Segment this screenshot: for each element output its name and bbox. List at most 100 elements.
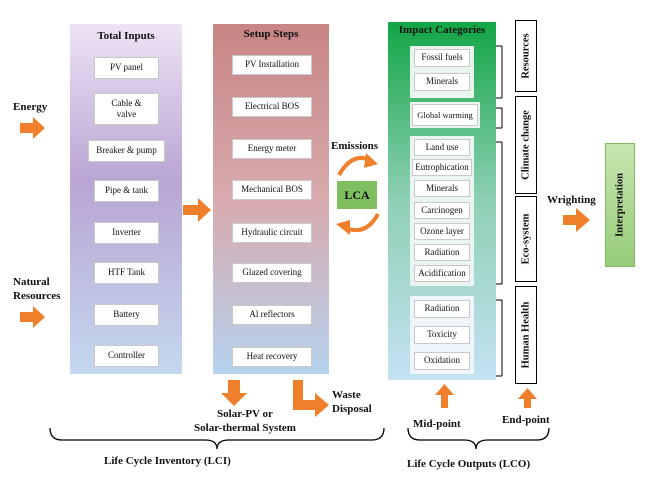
input-label: HTF Tank <box>108 267 145 278</box>
impact-label: Radiation <box>424 303 460 314</box>
emissions-label: Emissions <box>331 140 379 152</box>
setup-label: Energy meter <box>247 143 297 154</box>
weighting-arrow-icon <box>563 208 590 232</box>
impact-label: Global warming <box>417 109 473 120</box>
waste-disposal-label: Waste Disposal <box>332 389 372 417</box>
endpoint-box-eco-system: Eco-system <box>515 196 537 282</box>
endpoint-label-eco-system: Eco-system <box>520 213 532 265</box>
impact-label: Land use <box>425 141 459 152</box>
input-box-cable-valve: Cable & valve <box>94 93 159 125</box>
setup-steps-column: Setup Steps <box>213 24 329 374</box>
impact-box-radiation-1: Radiation <box>414 244 470 261</box>
endpoint-label-human-health: Human Health <box>520 301 532 369</box>
energy-arrow-icon <box>20 117 45 139</box>
input-label: Breaker & pump <box>96 145 157 156</box>
weighting-label: Wrighting <box>547 194 596 206</box>
impact-box-global-warming: Global warming <box>412 104 478 126</box>
system-label: Solar-PV or Solar-thermal System <box>190 408 300 436</box>
natural-resources-line2: Resources <box>13 290 61 303</box>
midpoint-label: Mid-point <box>413 418 461 430</box>
impact-box-oxidation: Oxidation <box>414 352 470 370</box>
setup-label: PV Installation <box>244 59 300 70</box>
input-label: PV panel <box>109 62 144 73</box>
inputs-to-setup-arrow-icon <box>183 198 211 222</box>
waste-arrow-icon <box>293 380 329 417</box>
system-label-line2: Solar-thermal System <box>194 421 296 434</box>
input-box-pv-panel: PV panel <box>94 57 159 79</box>
lci-brace <box>49 427 385 450</box>
endpoint-box-climate-change: Climate change <box>515 96 537 194</box>
waste-label-line1: Waste <box>332 389 361 401</box>
setup-label: Electrical BOS <box>244 101 300 112</box>
endpoint-up-arrow-icon <box>518 388 537 408</box>
lco-label: Life Cycle Outputs (LCO) <box>407 458 531 470</box>
impact-label: Toxicity <box>427 329 457 340</box>
setup-steps-title: Setup Steps <box>243 28 299 40</box>
lca-box: LCA <box>337 181 377 209</box>
lco-brace <box>407 427 550 450</box>
input-label: Cable & valve <box>111 97 142 119</box>
impact-label: Minerals <box>426 76 458 87</box>
setup-label: Hydraulic circuit <box>241 227 303 238</box>
impact-box-eutrophication: Eutrophication <box>412 159 472 176</box>
lca-label: LCA <box>344 187 370 202</box>
natural-resources-line1: Natural <box>13 276 50 288</box>
setup-box-mechanical-bos: Mechanical BOS <box>232 180 312 200</box>
impact-categories-title: Impact Categories <box>398 24 486 36</box>
input-box-pipe-tank: Pipe & tank <box>94 180 159 202</box>
setup-box-al-reflectors: Al reflectors <box>232 305 312 325</box>
input-label: Inverter <box>112 227 141 238</box>
natural-resources-arrow-icon <box>20 306 45 328</box>
waste-label-line2: Disposal <box>332 402 372 415</box>
total-inputs-title: Total Inputs <box>97 30 155 42</box>
natural-resources-label: Natural Resources <box>13 275 60 304</box>
input-label: Battery <box>113 309 140 320</box>
endpoint-label: End-point <box>502 414 550 426</box>
input-label: Controller <box>108 350 145 361</box>
endpoint-label-climate-change: Climate change <box>520 110 532 180</box>
system-label-line1: Solar-PV or <box>217 408 273 420</box>
input-label: Pipe & tank <box>105 185 148 196</box>
setup-box-glazed-covering: Glazed covering <box>232 263 312 283</box>
input-box-controller: Controller <box>94 345 159 367</box>
midpoint-up-arrow-icon <box>435 384 454 408</box>
impact-box-land-use: Land use <box>414 139 470 156</box>
impact-box-minerals-1: Minerals <box>414 73 470 91</box>
impact-label: Radiation <box>424 246 460 257</box>
impact-label: Eutrophication <box>415 161 469 172</box>
impact-box-radiation-2: Radiation <box>414 300 470 318</box>
impact-label: Carcinogen <box>421 204 463 215</box>
input-box-inverter: Inverter <box>94 222 159 244</box>
input-box-breaker-pump: Breaker & pump <box>88 140 165 162</box>
endpoint-box-human-health: Human Health <box>515 286 537 384</box>
setup-label: Heat recovery <box>246 351 298 362</box>
setup-box-energy-meter: Energy meter <box>232 139 312 159</box>
impact-label: Fossil fuels <box>421 52 463 63</box>
endpoint-bracket <box>496 45 502 377</box>
setup-label: Al reflectors <box>249 309 295 320</box>
impact-label: Acidification <box>418 267 466 278</box>
setup-label: Glazed covering <box>242 267 302 278</box>
impact-box-ozone-layer: Ozone layer <box>414 223 470 240</box>
setup-label: Mechanical BOS <box>241 184 303 195</box>
impact-box-acidification: Acidification <box>414 265 470 282</box>
impact-box-carcinogen: Carcinogen <box>414 202 470 219</box>
lci-label: Life Cycle Inventory (LCI) <box>104 455 231 467</box>
interpretation-label: Interpretation <box>614 173 626 237</box>
interpretation-box: Interpretation <box>605 143 635 267</box>
lca-cycle-bottom-icon <box>345 212 380 233</box>
impact-categories-column: Impact Categories <box>388 22 496 380</box>
total-inputs-column: Total Inputs <box>70 24 182 374</box>
system-down-arrow-icon <box>221 380 247 406</box>
setup-box-hydraulic-circuit: Hydraulic circuit <box>232 223 312 243</box>
setup-box-heat-recovery: Heat recovery <box>232 347 312 367</box>
impact-box-minerals-2: Minerals <box>414 180 470 197</box>
impact-label: Minerals <box>426 182 458 193</box>
impact-label: Oxidation <box>424 355 460 366</box>
impact-label: Ozone layer <box>420 225 464 236</box>
impact-box-fossil-fuels: Fossil fuels <box>414 49 470 67</box>
endpoint-label-resources: Resources <box>520 33 532 79</box>
endpoint-box-resources: Resources <box>515 20 537 92</box>
setup-box-electrical-bos: Electrical BOS <box>232 97 312 117</box>
energy-label: Energy <box>13 101 48 113</box>
